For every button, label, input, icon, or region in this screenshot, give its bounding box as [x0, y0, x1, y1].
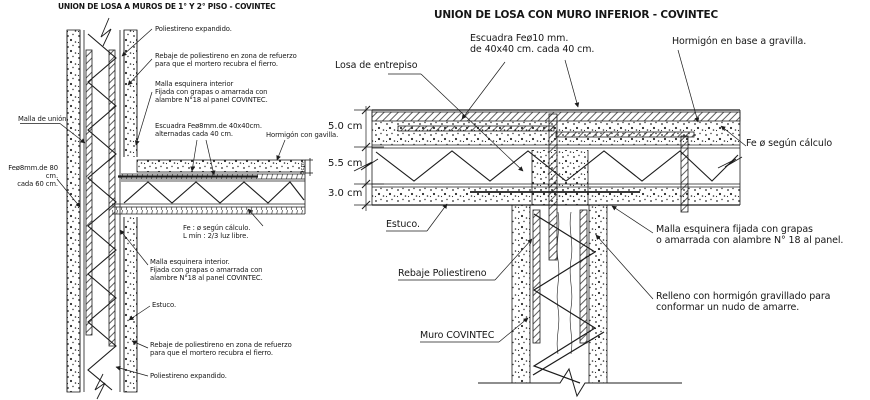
label-fe-segun-calculo-right: Fe ø según cálculo: [746, 138, 833, 149]
label-rebaje-poliestireno-bottom: Rebaje de poliestireno en zona de refuer…: [150, 341, 292, 358]
label-fe-segun-calculo-left: Fe : ø según cálculo. L mín : 2/3 luz li…: [183, 224, 251, 241]
label-malla-de-union: Malla de unión.: [18, 115, 69, 123]
dim-left-slab-5cm: 5cm: [300, 162, 306, 174]
label-rebaje-poliestireno-top: Rebaje de poliestireno en zona de refuer…: [155, 52, 297, 69]
label-escuadra-fe10: Escuadra Feø10 mm. de 40x40 cm. cada 40 …: [470, 33, 595, 56]
left-leader-lines: [20, 28, 286, 377]
left-detail-title: UNION DE LOSA A MUROS DE 1° Y 2° PISO - …: [58, 2, 276, 11]
label-poliestireno-expandido-bottom: Poliestireno expandido.: [150, 372, 227, 380]
left-wall-section: [66, 17, 138, 400]
dim-right-5-0: 5.0 cm: [328, 121, 363, 132]
right-wall-section: [478, 205, 682, 398]
right-leader-lines: [386, 49, 747, 343]
label-losa-entrepiso: Losa de entrepiso: [335, 60, 418, 71]
label-malla-esquinera-top: Malla esquinera interior Fijada con grap…: [155, 80, 268, 105]
label-estuco-left: Estuco.: [152, 301, 177, 309]
label-fe8-vertical: Feø8mm.de 80 cm. cada 60 cm.: [8, 164, 58, 189]
right-detail-title: UNION DE LOSA CON MURO INFERIOR - COVINT…: [434, 9, 718, 21]
right-slab-section: [353, 109, 743, 261]
label-estuco-right: Estuco.: [386, 219, 420, 230]
label-hormigon-gravilla: Hormigón en base a gravilla.: [672, 36, 807, 47]
right-dimension-chain: [354, 105, 384, 211]
label-hormigon-gavilla: Hormigón con gavilla.: [266, 131, 339, 139]
label-malla-esquinera-right: Malla esquinera fijada con grapas o amar…: [656, 224, 844, 247]
label-relleno-hormigon: Relleno con hormigón gravillado para con…: [656, 291, 831, 314]
label-muro-covintec: Muro COVINTEC: [420, 330, 495, 341]
label-malla-esquinera-bottom: Malla esquinera interior. Fijada con gra…: [150, 258, 263, 283]
dim-right-5-5: 5.5 cm: [328, 158, 363, 169]
label-poliestireno-expandido-top: Poliestireno expandido.: [155, 25, 232, 33]
label-rebaje-poliestireno-right: Rebaje Poliestireno: [398, 268, 487, 279]
left-slab-section: [112, 158, 313, 215]
dim-right-3-0: 3.0 cm: [328, 188, 363, 199]
label-escuadra-fe8: Escuadra Feø8mm.de 40x40cm. alternadas c…: [155, 122, 262, 139]
